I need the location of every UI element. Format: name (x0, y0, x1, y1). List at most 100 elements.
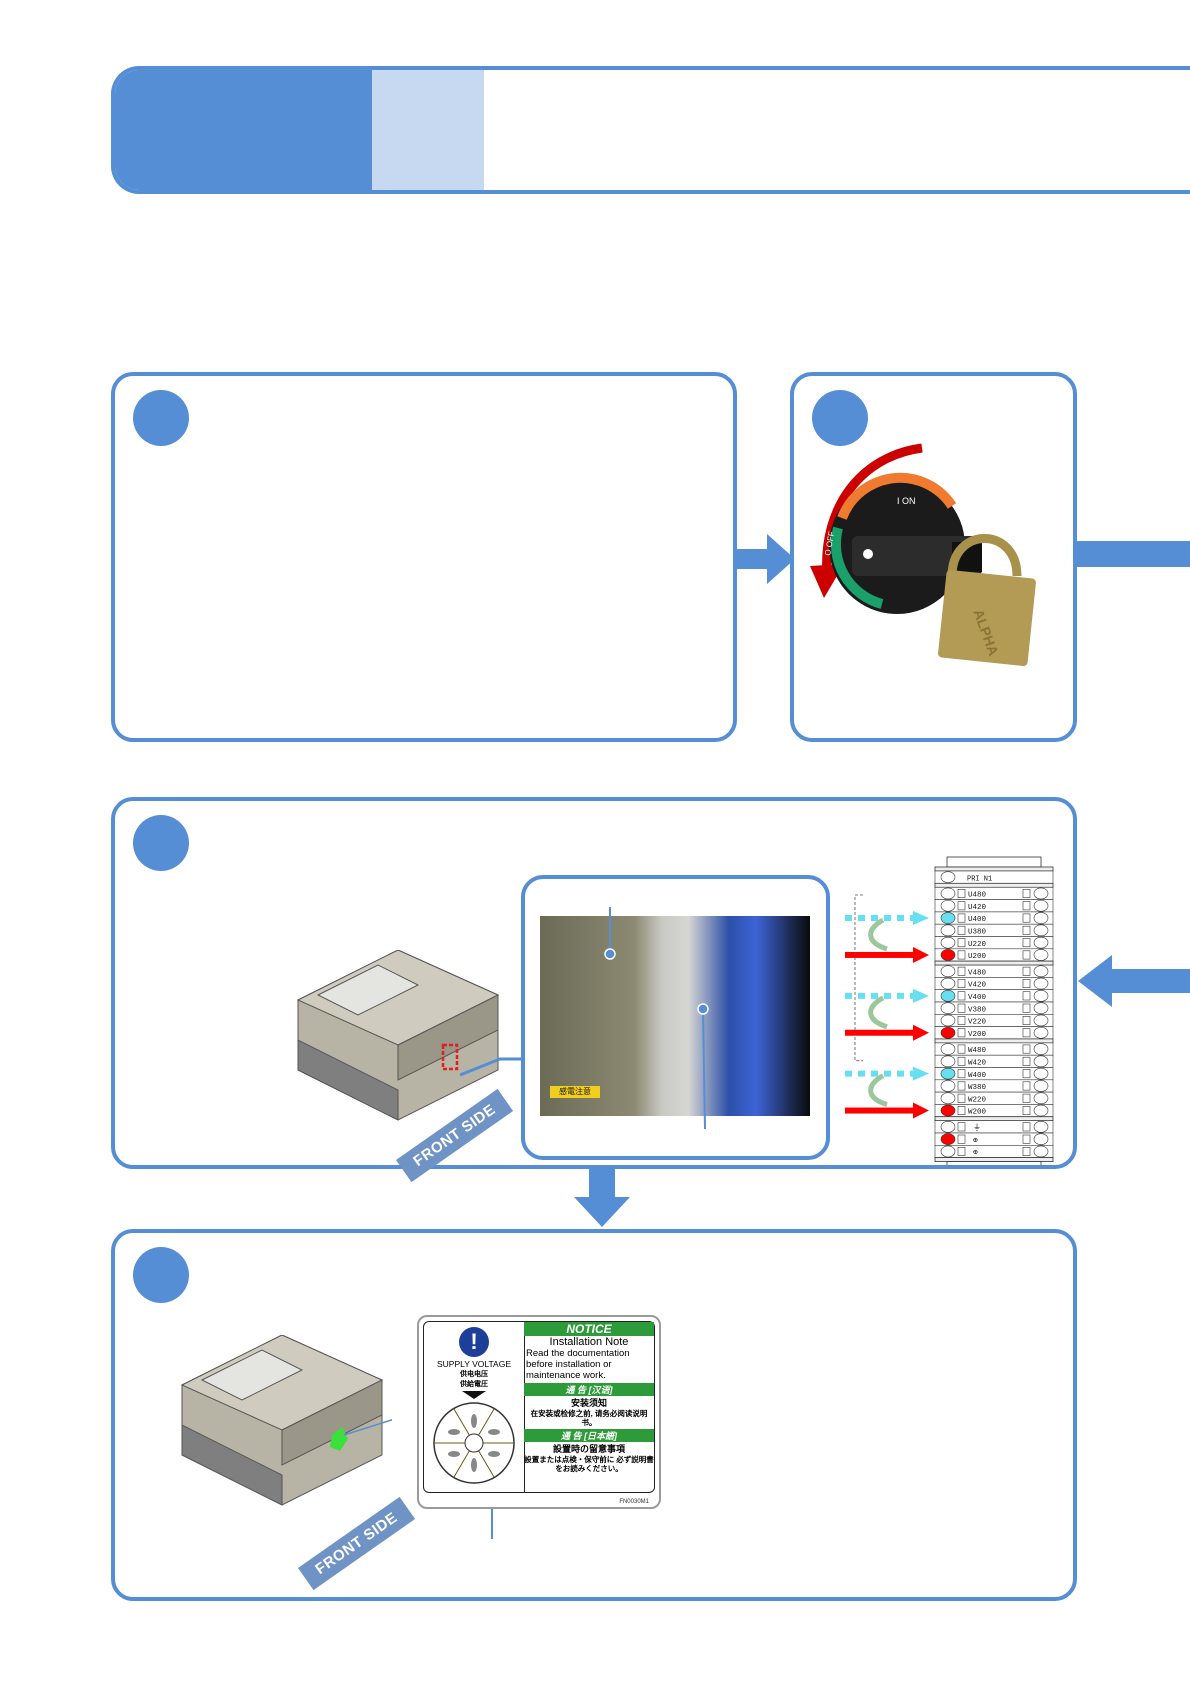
step-1-panel (111, 372, 737, 742)
terminal-screw (940, 1145, 956, 1158)
jumper-source-arrowhead (913, 1066, 929, 1081)
terminal-screw (940, 1121, 956, 1133)
terminal-screw (940, 977, 956, 990)
terminal-screw (940, 1104, 956, 1117)
terminal-screw (940, 1002, 956, 1014)
page-header (111, 66, 1190, 194)
notice-ja-body: 設置または点検・保守前に 必ず説明書をお読みください。 (524, 1455, 654, 1473)
terminal-screw (940, 990, 956, 1002)
terminal-photo-callout: 感電注意 (521, 875, 830, 1160)
flow-arrow-right-1 (737, 534, 795, 584)
terminal-screw (940, 1055, 956, 1068)
terminal-label: U380 (968, 929, 987, 937)
header-accent-block (372, 70, 484, 190)
jumper-source-arrowhead (913, 911, 929, 926)
jumper-target-arrowhead (913, 1024, 929, 1041)
notice-ja-title: 設置時の留意事項 (552, 1444, 625, 1454)
terminal-label: V380 (968, 1006, 987, 1014)
supply-voltage-ja: 供給電圧 (460, 1381, 488, 1388)
terminal-screw (940, 924, 956, 937)
terminal-label: U400 (968, 916, 987, 924)
notice-left-column: ! SUPPLY VOLTAGE 供电电压 供給電圧 (424, 1322, 525, 1492)
shock-warning-label: 感電注意 (550, 1086, 600, 1098)
notice-zh-header: 通 告 [汉语] (524, 1383, 654, 1396)
terminal-screw (940, 936, 956, 949)
ground-symbol: ⊕ (973, 1136, 978, 1145)
terminal-screw (940, 1092, 956, 1105)
notice-leader-line (491, 1509, 493, 1539)
terminal-block-diagram: PRI N1 U480U420U400U380U220U200V480V420V4… (845, 856, 1054, 1165)
move-jumper-arrow (868, 995, 888, 1030)
switch-off-label: O OFF (823, 531, 836, 557)
notice-code: FN0030M1 (619, 1499, 649, 1505)
terminal-screw (940, 887, 956, 900)
down-triangle-icon (462, 1391, 486, 1399)
terminal-screw (940, 1043, 956, 1055)
flow-connector-right (1077, 541, 1190, 567)
label-location-marker (330, 1427, 348, 1451)
machine-illustration-step-4 (180, 1335, 392, 1506)
terminal-label: U420 (968, 904, 987, 912)
supply-voltage-zh: 供电电压 (460, 1371, 488, 1378)
exclamation-icon: ! (459, 1327, 489, 1357)
photo-callout-pointers (604, 907, 709, 1130)
move-jumper-arrow (868, 917, 888, 952)
terminal-screw (940, 1026, 956, 1039)
terminal-label: V200 (968, 1031, 987, 1039)
jumper-source-arrowhead (913, 988, 929, 1003)
switch-on-label: I ON (897, 496, 916, 506)
terminal-label: W420 (968, 1060, 987, 1068)
jumper-target-arrow (845, 1029, 913, 1036)
rotary-switch-padlock-illustration: I ON O OFF ALPHA (810, 443, 1036, 667)
terminal-screw (940, 912, 956, 924)
step-2-panel: I ON O OFF ALPHA (790, 372, 1077, 742)
terminal-label: U220 (968, 941, 987, 949)
terminal-label: W400 (968, 1072, 987, 1080)
notice-zh-title: 安装须知 (570, 1398, 607, 1408)
notice-body-en: Read the documentation before installati… (526, 1348, 630, 1381)
supply-voltage-label: SUPPLY VOLTAGE (436, 1359, 511, 1369)
machine-illustration-step-3 (296, 950, 500, 1121)
terminal-screw (940, 965, 956, 978)
flow-arrow-left (1078, 955, 1190, 1007)
jumper-target-arrow (845, 1107, 913, 1114)
terminal-label: W480 (968, 1047, 987, 1055)
terminal-photo: 感電注意 (540, 916, 810, 1116)
terminal-label: V420 (968, 982, 987, 990)
terminal-label: V480 (968, 969, 987, 977)
notice-zh-body: 在安装或检修之前, 请务必阅读说明书。 (530, 1409, 648, 1427)
terminal-location-marker (441, 1043, 459, 1071)
notice-title: NOTICE (524, 1322, 654, 1336)
move-jumper-arrow (868, 1073, 888, 1107)
terminal-label: V400 (968, 994, 987, 1002)
jumper-target-arrowhead (913, 1102, 929, 1119)
terminal-block-top (946, 856, 1042, 868)
terminal-block-bottom (946, 1161, 1042, 1165)
terminal-screw (940, 1014, 956, 1027)
terminal-label: V220 (968, 1019, 987, 1027)
notice-ja-header: 通 告 [日本語] (524, 1429, 654, 1442)
header-section-block (115, 70, 372, 190)
group-bracket (854, 894, 863, 1062)
rotation-arrow (822, 443, 923, 577)
voltage-selector-dial-icon (433, 1402, 515, 1484)
terminal-screw (940, 899, 956, 912)
supply-voltage-notice-label: ! SUPPLY VOLTAGE 供电电压 供給電圧 NOTICE Instal… (417, 1315, 661, 1509)
jumper-target-arrow (845, 951, 913, 958)
terminal-screw (940, 1067, 956, 1080)
step-4-number-badge (133, 1247, 189, 1303)
terminal-screw (940, 949, 956, 961)
step-1-number-badge (133, 390, 189, 446)
terminal-label: W380 (968, 1084, 987, 1092)
terminal-label: U480 (968, 892, 987, 900)
notice-right-column: NOTICE Installation Note Read the docume… (524, 1322, 654, 1492)
flow-arrow-down (574, 1169, 630, 1227)
callout-leader-step-3 (460, 1057, 530, 1077)
terminal-screw (940, 1080, 956, 1092)
terminal-header-label: PRI N1 (967, 875, 992, 883)
terminal-label: W220 (968, 1096, 987, 1104)
terminal-label: W200 (968, 1109, 987, 1117)
ground-symbol: ⏚ (973, 1123, 981, 1133)
terminal-label: U200 (968, 953, 987, 961)
ground-symbol: ⊕ (973, 1149, 978, 1158)
